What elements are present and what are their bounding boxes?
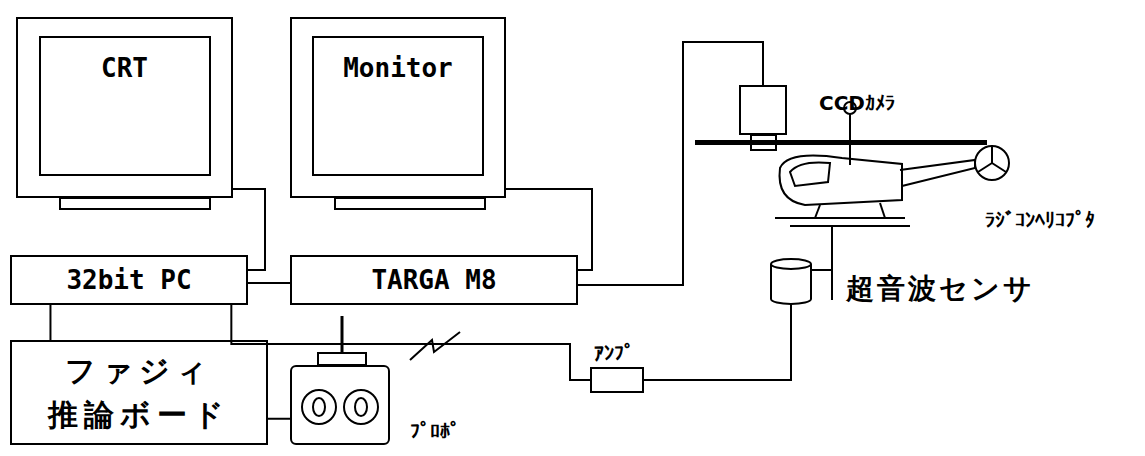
rc-helicopter: ﾗｼﾞｺﾝﾍﾘｺﾌﾟﾀ: [680, 100, 995, 235]
pc-box: 32bit PC: [10, 255, 248, 305]
drawing-part: [849, 113, 851, 165]
crt-screen: [40, 37, 210, 175]
drawing-part: [780, 156, 902, 205]
drawing-part: [790, 225, 910, 227]
drawing-part: [978, 163, 992, 172]
drawing-part: [975, 146, 1009, 180]
video-monitor: Monitor: [290, 17, 506, 198]
drawing-part: [991, 147, 993, 163]
connector-line: [233, 189, 265, 270]
node-label: TARGA M8: [371, 265, 496, 295]
connector-line: [248, 282, 290, 284]
frame-grabber-box: TARGA M8: [290, 255, 578, 305]
drawing-part: [815, 205, 820, 218]
connector-line: [644, 305, 791, 380]
drawing-part: [831, 226, 833, 300]
node-label: CCDｶﾒﾗ: [819, 91, 895, 115]
propo-top: [318, 353, 366, 365]
propo-stick: [344, 390, 378, 424]
drawing-part: [844, 102, 856, 114]
connector-line: [49, 305, 51, 340]
node-label: 超音波センサ: [846, 270, 1035, 308]
node-label: ﾌﾟﾛﾎﾟ: [410, 419, 460, 443]
ultrasonic-sensor: 超音波センサ: [770, 258, 812, 305]
node-label: ﾗｼﾞｺﾝﾍﾘｺﾌﾟﾀ: [985, 208, 1095, 232]
drawing-part: [900, 160, 975, 186]
node-label: Monitor: [343, 53, 453, 83]
propo-stick: [302, 390, 336, 424]
amplifier-box: ｱﾝﾌﾟ: [590, 367, 644, 393]
node-label: CRT: [101, 53, 148, 83]
drawing-part: [771, 259, 811, 269]
connector-line: [268, 418, 290, 420]
monitor-screen: [313, 37, 483, 175]
node-label: 32bit PC: [66, 265, 191, 295]
drawing-part: [695, 140, 987, 145]
connector-line: [578, 42, 763, 285]
crt-display: CRT: [16, 17, 233, 198]
drawing-part: [812, 269, 832, 271]
radio-wave: [410, 332, 460, 360]
drawing-part: [790, 162, 830, 186]
drawing-part: [771, 264, 811, 304]
node-label: ｱﾝﾌﾟ: [594, 341, 634, 365]
drawing-part: [775, 217, 905, 219]
connector-line: [506, 189, 592, 270]
propo-stick-knob: [355, 398, 367, 416]
ultrasonic-sensor-drawing: [770, 258, 812, 305]
transmitter: ﾌﾟﾛﾎﾟ: [290, 365, 390, 445]
drawing-part: [880, 203, 885, 218]
propo-antenna: [341, 316, 344, 353]
connector-line: [231, 305, 590, 380]
node-label: ファジィ 推論ボード: [12, 349, 266, 436]
rc-helicopter-drawing: [680, 100, 995, 235]
fuzzy-board-box: ファジィ 推論ボード: [10, 340, 268, 445]
propo-stick-knob: [313, 398, 325, 416]
ccd-camera: CCDｶﾒﾗ: [739, 85, 787, 135]
monitor-stand: [335, 198, 485, 209]
drawing-part: [992, 163, 1006, 172]
crt-stand: [60, 198, 210, 209]
